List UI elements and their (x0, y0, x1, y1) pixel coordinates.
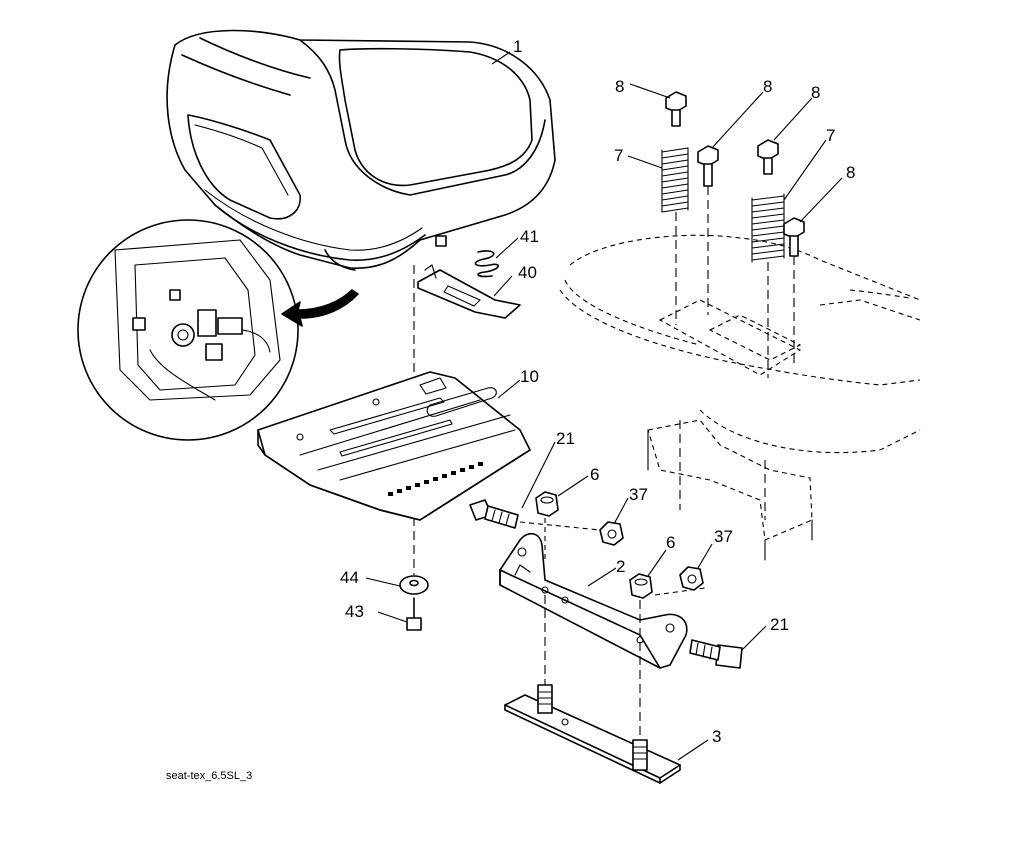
nut-37-right (679, 566, 704, 591)
bolt-8c (757, 139, 779, 175)
diagram-caption: seat-tex_6.5SL_3 (166, 770, 252, 782)
callout-8d: 8 (846, 163, 855, 182)
callouts: 1 2 3 6 6 7 7 8 8 8 8 10 21 21 37 37 40 … (340, 37, 855, 746)
bolt-21-left (469, 499, 519, 529)
seat-part (166, 29, 556, 271)
callout-37b: 37 (714, 527, 733, 546)
base-plate-3 (504, 684, 681, 784)
bracket-2 (499, 532, 688, 669)
nut-6-left (535, 491, 559, 517)
callout-8c: 8 (811, 83, 820, 102)
callout-41: 41 (520, 227, 539, 246)
callout-7b: 7 (826, 126, 835, 145)
callout-10: 10 (520, 367, 539, 386)
bolt-43 (406, 597, 422, 631)
latch-40 (417, 264, 521, 319)
bolt-8d (783, 217, 805, 257)
spring-7-right (751, 193, 785, 263)
callout-21a: 21 (556, 429, 575, 448)
nut-6-right (629, 573, 653, 599)
callout-3: 3 (712, 727, 721, 746)
nut-37-left (599, 521, 624, 546)
callout-44: 44 (340, 568, 359, 587)
bolt-21-right (689, 639, 743, 669)
leader-lines (365, 51, 843, 761)
fender-frame (559, 234, 921, 561)
callout-8b: 8 (763, 77, 772, 96)
callout-6a: 6 (590, 465, 599, 484)
callout-37a: 37 (629, 485, 648, 504)
callout-40: 40 (518, 263, 537, 282)
callout-2: 2 (616, 557, 625, 576)
washer-44 (399, 575, 429, 595)
bolt-8a (665, 91, 687, 127)
callout-1: 1 (513, 37, 522, 56)
callout-6b: 6 (666, 533, 675, 552)
callout-43: 43 (345, 602, 364, 621)
spring-41 (474, 250, 499, 278)
callout-21b: 21 (770, 615, 789, 634)
callout-8a: 8 (615, 77, 624, 96)
bolt-8b (697, 145, 719, 187)
seat-pan-10 (257, 371, 531, 521)
detail-inset (77, 219, 359, 441)
callout-7a: 7 (614, 146, 623, 165)
spring-7-left (661, 147, 689, 213)
